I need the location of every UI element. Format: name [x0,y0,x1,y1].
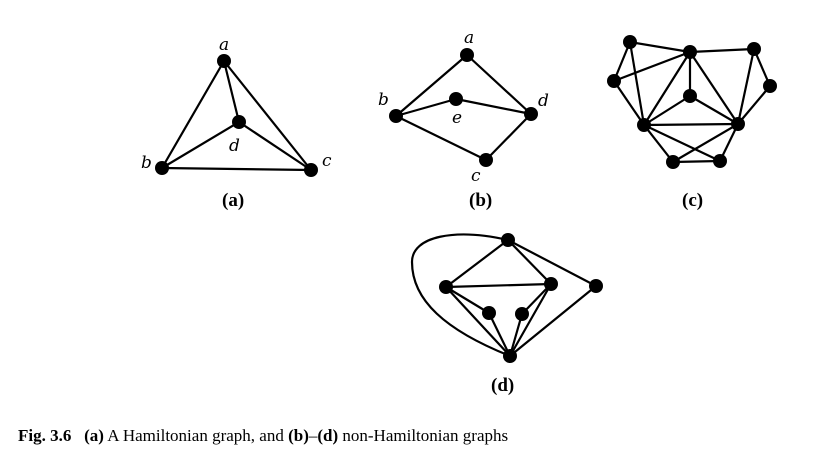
edge-a-b [160,59,226,170]
edge-a-d [465,53,533,116]
vertex [637,118,651,132]
caption-dash: – [308,426,318,445]
vertex-label-b: b [378,90,389,110]
vertex-label-b: b [141,153,152,173]
graph-c: (c) [607,35,777,211]
edge-a-b [394,53,469,118]
edge [612,79,646,127]
edge [642,122,740,127]
vertex [482,306,496,320]
edge [628,40,692,54]
edge [487,311,512,358]
edge [671,159,722,164]
vertex-a [460,48,474,62]
edge-a-d [222,59,241,124]
edge [612,40,632,83]
vertex [503,349,517,363]
edge [444,285,491,315]
edge [444,285,512,358]
vertex [763,79,777,93]
vertex-d [232,115,246,129]
graph-a: a b c d (a) [141,35,332,211]
edge-a-c [222,59,313,172]
edge [642,94,692,127]
edge [444,238,510,289]
caption-part-a: (a) [84,426,104,445]
vertex [607,74,621,88]
vertex-b [389,109,403,123]
edge-c-d [237,120,313,172]
vertex [731,117,745,131]
vertex [544,277,558,291]
vertex-label-c: c [322,151,332,171]
vertex-e [449,92,463,106]
edge [508,312,524,358]
edge-b-d [160,120,241,170]
edge [642,50,692,127]
edge-c-d [484,112,533,162]
edge [671,122,740,164]
vertex-c [479,153,493,167]
edge [444,282,553,289]
edge [688,94,740,126]
panel-label-a: (a) [222,190,244,211]
vertex [623,35,637,49]
vertex-label-e: e [452,108,462,128]
vertex-c [304,163,318,177]
edge [628,40,646,127]
panel-label-d: (d) [491,375,514,396]
edge-curve [410,233,512,358]
edge [506,238,598,288]
vertex [666,155,680,169]
vertex-label-d: d [229,136,240,156]
edge [688,47,756,54]
vertex-label-a: a [219,35,229,55]
vertex-label-a: a [464,28,474,48]
edge-b-e [394,97,458,118]
caption-text-rest: non-Hamiltonian graphs [338,426,509,445]
vertex [747,42,761,56]
edge [642,123,722,163]
vertex-b [155,161,169,175]
vertex-label-c: c [471,166,481,186]
graph-d: (d) [410,233,603,396]
edge [688,50,740,126]
caption-fig-number: Fig. 3.6 [18,426,72,445]
edge [612,50,692,83]
caption-text-a: A Hamiltonian graph, and [103,426,289,445]
vertex [501,233,515,247]
vertex [589,279,603,293]
edge [508,282,553,358]
vertex-d [524,107,538,121]
vertex [683,89,697,103]
edge [736,47,756,126]
caption-part-b: (b) [288,426,309,445]
vertex-label-d: d [538,91,549,111]
edge [506,238,553,286]
edge-b-c [160,166,313,172]
graph-b: a b c d e (b) [378,28,549,211]
vertex [439,280,453,294]
vertex [515,307,529,321]
edge [508,284,598,358]
edge [736,84,772,126]
figure-caption: Fig. 3.6 (a) A Hamiltonian graph, and (b… [18,426,508,446]
panel-label-b: (b) [469,190,492,211]
vertex [713,154,727,168]
vertex [683,45,697,59]
edge [642,123,675,164]
edge-b-c [394,114,488,162]
caption-part-d: (d) [317,426,339,445]
vertex-a [217,54,231,68]
panel-label-c: (c) [682,190,703,211]
edge-e-d [454,97,533,116]
